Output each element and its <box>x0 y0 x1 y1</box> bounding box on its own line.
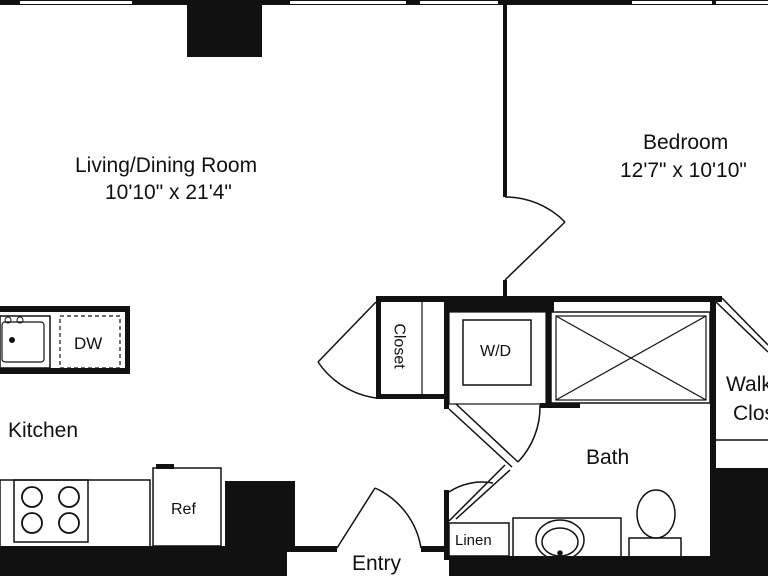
refrigerator-label: Ref <box>171 501 196 518</box>
closet-door <box>317 301 377 399</box>
entry-label: Entry <box>352 552 402 575</box>
structural-column <box>187 5 262 57</box>
closet-label: Closet <box>390 323 408 369</box>
kitchen-label: Kitchen <box>8 419 79 442</box>
bedroom-door <box>504 196 566 281</box>
entry-door <box>336 487 422 549</box>
vanity <box>512 517 622 561</box>
bath-label: Bath <box>586 446 630 469</box>
walk-in-closet-label-line2: Closet <box>733 402 768 425</box>
living-room-name: Living/Dining Room <box>75 154 258 177</box>
bedroom-name: Bedroom <box>643 131 729 154</box>
toilet <box>628 489 682 561</box>
walk-in-closet-label-line1: Walk-In <box>726 373 768 396</box>
walk-in-closet-wall <box>715 297 768 441</box>
exterior-top-wall <box>0 0 768 5</box>
linen-label: Linen <box>455 532 492 549</box>
shower <box>550 311 711 404</box>
bedroom-dims: 12'7" x 10'10" <box>620 159 747 182</box>
entry-walls <box>287 546 716 576</box>
washer-dryer-alcove <box>448 311 547 405</box>
stove-burners <box>21 486 80 534</box>
kitchen-counter-upper <box>0 306 130 374</box>
washer-dryer-unit <box>462 319 532 386</box>
washer-dryer-label: W/D <box>480 343 512 360</box>
exterior-wall-right <box>716 468 768 576</box>
kitchen-counter-lower <box>0 464 295 576</box>
living-room-dims: 10'10" x 21'4" <box>105 181 232 204</box>
dishwasher-label: DW <box>74 334 103 353</box>
bath-door <box>448 403 541 522</box>
core-walls <box>376 296 722 562</box>
